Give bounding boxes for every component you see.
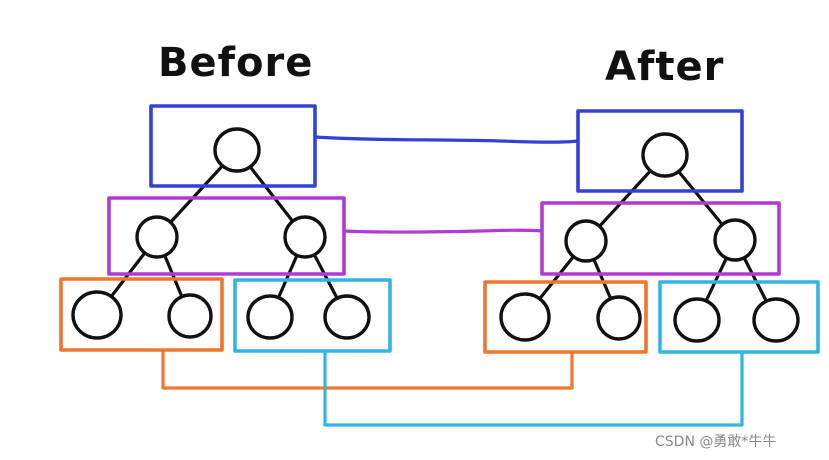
before-level2-box <box>107 196 346 276</box>
after-level3-left-box <box>483 280 648 354</box>
after-title: After <box>605 44 724 90</box>
after-root-node <box>641 132 689 178</box>
after-level1-box <box>576 109 744 193</box>
after-level2-right-node <box>713 218 757 262</box>
before-level2-right-node <box>283 215 327 259</box>
before-level3-node-1 <box>71 290 123 340</box>
before-level2-left-node <box>135 215 179 259</box>
after-level3-node-1 <box>499 292 551 342</box>
after-level3-node-3 <box>673 297 721 343</box>
after-tree <box>483 109 820 354</box>
level3-left-connector <box>161 348 574 390</box>
after-level2-box <box>540 201 781 276</box>
before-level3-right-box <box>233 278 392 353</box>
before-tree <box>59 104 392 353</box>
after-level2-left-node <box>564 219 608 263</box>
before-title: Before <box>158 40 313 86</box>
after-level3-right-box <box>658 280 820 354</box>
level2-connector <box>342 228 544 234</box>
before-level3-node-4 <box>323 294 371 340</box>
before-level3-node-2 <box>167 293 213 339</box>
after-level3-node-4 <box>752 297 800 343</box>
before-level3-node-3 <box>246 294 294 340</box>
before-root-node <box>213 127 261 173</box>
before-level1-box <box>149 104 317 188</box>
level1-connector <box>313 135 580 144</box>
before-level3-left-box <box>59 277 224 352</box>
level3-right-connector <box>323 349 744 427</box>
watermark-text: CSDN @勇敢*牛牛 <box>655 434 776 450</box>
after-level3-node-2 <box>596 295 642 341</box>
